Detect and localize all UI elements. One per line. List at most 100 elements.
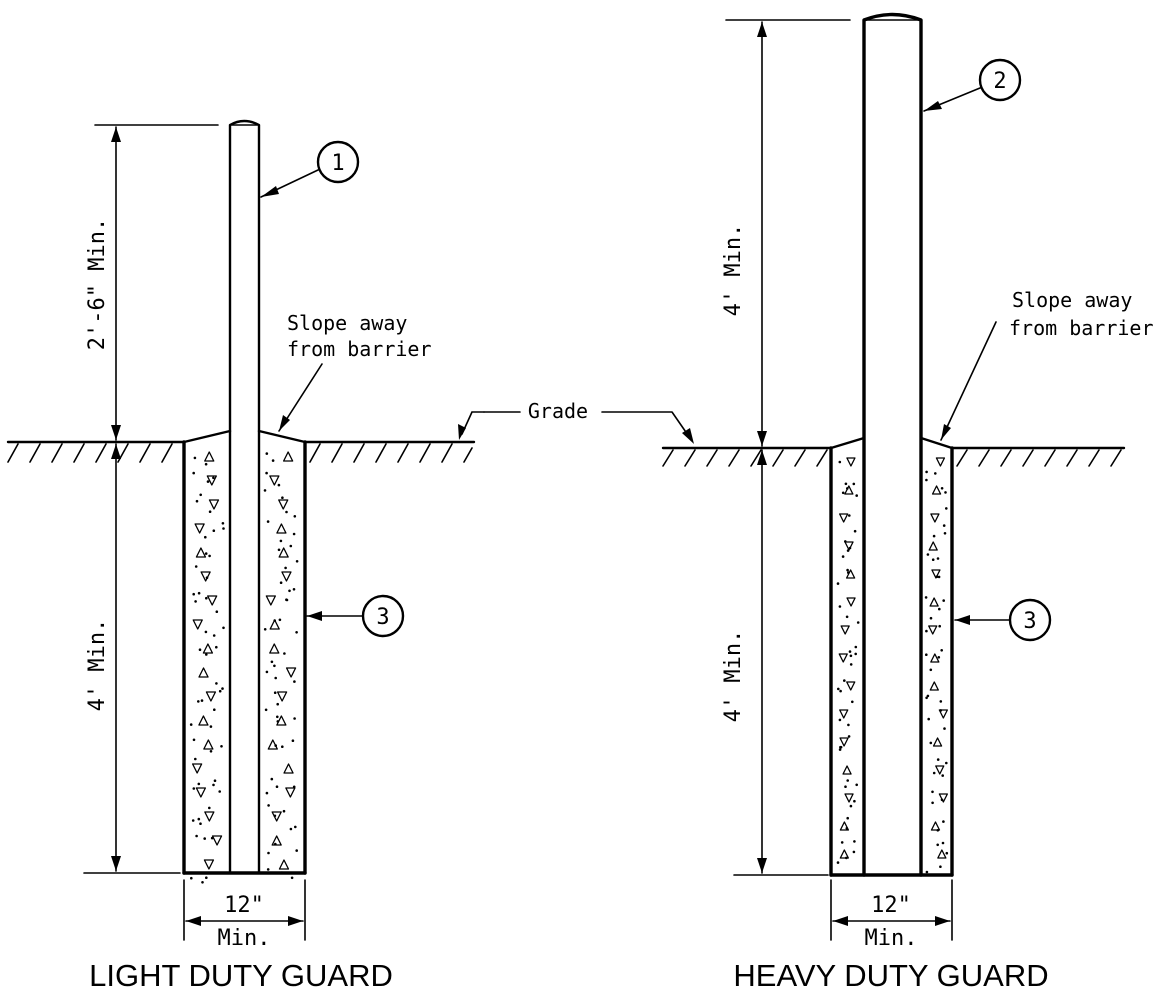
aggregate-dot <box>271 459 275 462</box>
aggregate-stone <box>278 859 290 870</box>
aggregate-stone <box>282 451 294 462</box>
aggregate-stone <box>928 625 938 635</box>
aggregate-dot <box>218 689 222 693</box>
aggregate-dot <box>847 571 850 574</box>
aggregate-dot <box>935 575 939 578</box>
aggregate-stone <box>198 667 209 678</box>
aggregate-dot <box>197 700 200 703</box>
aggregate-stone <box>937 849 947 859</box>
aggregate-dot <box>944 491 947 494</box>
aggregate-dot <box>851 700 854 704</box>
aggregate-dot <box>197 591 201 595</box>
aggregate-dot <box>280 871 284 874</box>
aggregate-dot <box>937 656 941 659</box>
aggregate-dot <box>276 715 279 719</box>
aggregate-stone <box>278 499 289 510</box>
light-footing-callout: 3 <box>306 594 405 638</box>
aggregate-stone <box>844 485 854 495</box>
aggregate-dot <box>213 779 217 782</box>
light-above-grade-dimension-label: 2'-6" Min. <box>85 218 110 350</box>
aggregate-stone <box>846 681 856 691</box>
aggregate-dot <box>849 663 853 666</box>
aggregate-dot <box>273 814 277 818</box>
heavy-aggregate-left <box>836 457 860 864</box>
aggregate-dot <box>852 850 856 854</box>
aggregate-dot <box>279 539 283 543</box>
aggregate-stone <box>842 765 852 775</box>
aggregate-dot <box>215 682 218 685</box>
aggregate-dot <box>199 822 202 825</box>
aggregate-dot <box>293 717 296 720</box>
aggregate-dot <box>204 630 208 634</box>
aggregate-stone <box>930 653 940 663</box>
aggregate-dot <box>270 660 274 664</box>
aggregate-dot <box>853 529 857 533</box>
aggregate-dot <box>849 654 853 658</box>
aggregate-stone <box>269 619 280 630</box>
aggregate-dot <box>205 876 208 879</box>
aggregate-dot <box>194 757 197 761</box>
aggregate-dot <box>278 618 282 622</box>
aggregate-dot <box>838 718 842 722</box>
light-grade-right <box>303 440 476 463</box>
aggregate-stone <box>276 691 288 702</box>
aggregate-dot <box>844 482 848 486</box>
aggregate-stone <box>281 571 292 582</box>
grade-label: Grade <box>528 399 588 423</box>
aggregate-stone <box>195 787 207 798</box>
aggregate-dot <box>204 552 208 555</box>
aggregate-dot <box>295 631 298 634</box>
heavy-aggregate-right <box>924 457 949 874</box>
aggregate-stone <box>938 793 948 803</box>
aggregate-dot <box>936 557 940 560</box>
aggregate-dot <box>285 598 289 602</box>
aggregate-dot <box>289 544 293 548</box>
aggregate-dot <box>942 524 946 527</box>
aggregate-dot <box>221 522 225 525</box>
aggregate-stone <box>931 485 942 495</box>
light-aggregate-left <box>189 451 225 884</box>
aggregate-dot <box>939 700 943 703</box>
heavy-above-grade-dimension: 4' Min. <box>721 19 851 447</box>
aggregate-dot <box>274 676 278 680</box>
aggregate-dot <box>853 799 856 803</box>
aggregate-dot <box>924 596 928 599</box>
light-width-dimension-label: 12" <box>224 893 264 918</box>
aggregate-dot <box>840 841 844 844</box>
aggregate-stone <box>276 523 287 534</box>
aggregate-dot <box>266 520 270 523</box>
aggregate-stone <box>203 859 215 870</box>
aggregate-dot <box>218 790 221 793</box>
light-width-dimension-sublabel: Min. <box>218 926 271 951</box>
light-steel-post <box>228 119 261 875</box>
aggregate-stone <box>930 513 940 523</box>
aggregate-dot <box>936 843 939 847</box>
aggregate-dot <box>931 801 934 805</box>
aggregate-dot <box>265 791 269 795</box>
aggregate-stone <box>203 739 214 750</box>
aggregate-dot <box>274 842 277 846</box>
aggregate-dot <box>215 610 219 613</box>
aggregate-stone <box>932 737 943 747</box>
heavy-slope-note: Slope away from barrier <box>940 288 1154 441</box>
aggregate-dot <box>936 758 940 761</box>
aggregate-stone <box>192 619 203 630</box>
aggregate-dot <box>937 575 941 579</box>
aggregate-dot <box>265 452 269 455</box>
aggregate-stone <box>269 475 280 486</box>
aggregate-dot <box>277 548 281 552</box>
aggregate-dot <box>846 549 850 552</box>
aggregate-dot <box>292 532 296 536</box>
aggregate-dot <box>276 702 280 706</box>
aggregate-dot <box>290 876 294 880</box>
aggregate-stone <box>846 457 856 467</box>
aggregate-dot <box>275 785 279 788</box>
aggregate-dot <box>291 739 295 742</box>
heavy-grade-right <box>950 446 1126 467</box>
aggregate-stone <box>838 653 848 663</box>
aggregate-dot <box>929 668 933 672</box>
aggregate-stone <box>929 681 939 691</box>
aggregate-stone <box>846 597 856 607</box>
aggregate-dot <box>845 827 849 830</box>
aggregate-stone <box>208 499 220 510</box>
